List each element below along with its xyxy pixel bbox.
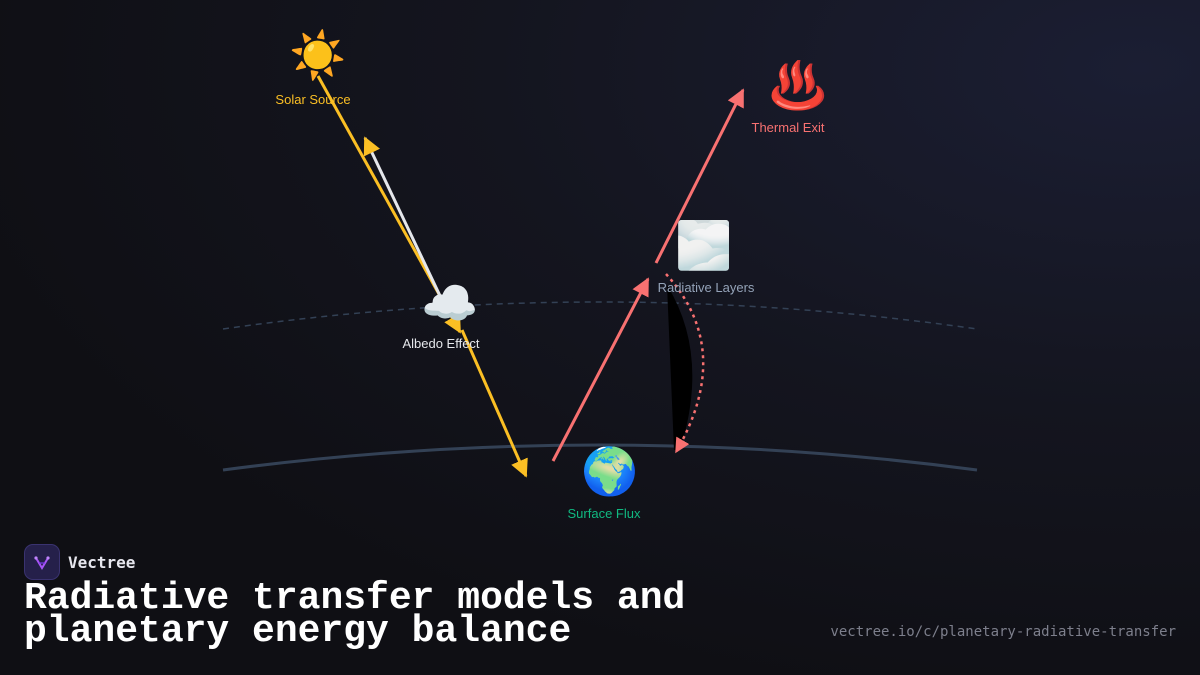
surface-flux-label: Surface Flux <box>567 506 641 521</box>
albedo-to-surface-arrow <box>460 329 528 478</box>
back-radiation-arrow <box>665 273 705 454</box>
albedo-effect-label: Albedo Effect <box>402 336 480 351</box>
page-title: Radiative transfer models and planetary … <box>24 577 686 653</box>
atmosphere-boundary <box>222 301 978 330</box>
source-url[interactable]: vectree.io/c/planetary-radiative-transfe… <box>830 624 1176 640</box>
thermal-exit-label: Thermal Exit <box>751 120 825 135</box>
radiative-layers-label: Radiative Layers <box>657 280 755 295</box>
brand-name: Vectree <box>68 552 136 572</box>
sun-icon: ☀️ <box>289 29 347 81</box>
reflected-arrow <box>363 136 444 301</box>
solar-source-label: Solar Source <box>275 92 351 107</box>
hot-springs-icon: ♨️ <box>769 59 827 111</box>
layers-to-thermal-arrow <box>654 88 745 264</box>
globe-icon: 🌍 <box>581 445 639 497</box>
vectree-logo-icon <box>24 544 60 580</box>
surface-line <box>222 443 978 472</box>
brand: Vectree <box>24 544 135 580</box>
fog-icon: 🌫️ <box>675 219 733 271</box>
back-radiation-band <box>667 285 693 450</box>
cloud-icon: ☁️ <box>421 277 479 329</box>
surface-to-layers-arrow <box>551 277 650 462</box>
